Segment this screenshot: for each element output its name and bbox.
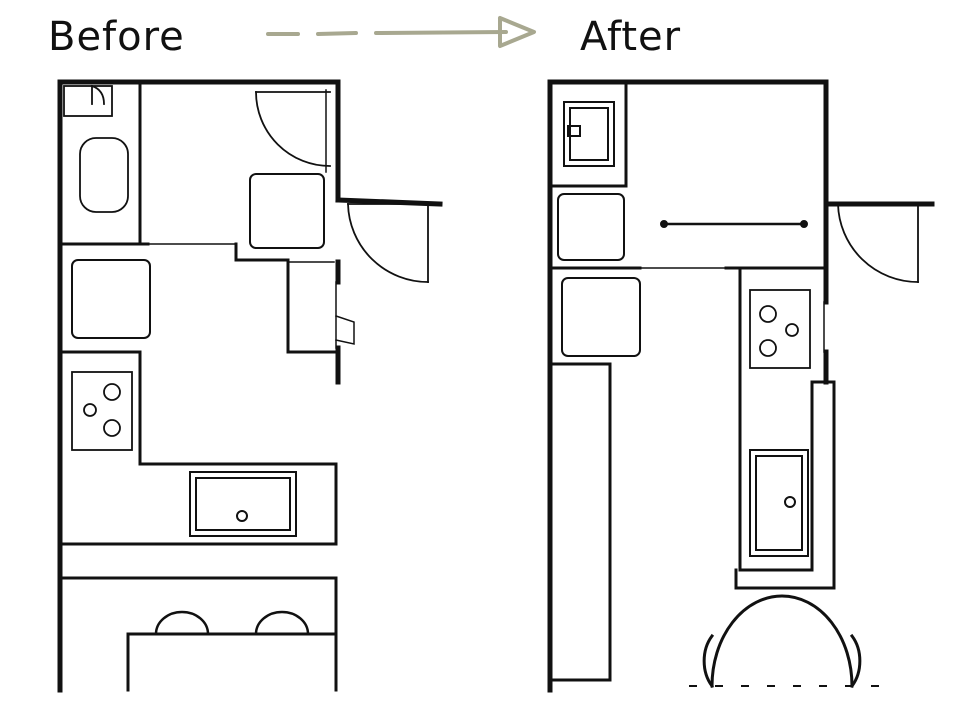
bathtub-icon xyxy=(79,137,129,213)
stool-icon xyxy=(254,610,310,636)
before-label: Before xyxy=(48,14,185,60)
before-bath-cabinet xyxy=(249,173,325,249)
door-swing-icon xyxy=(255,91,331,167)
round-table-icon xyxy=(702,594,862,689)
before-folding-door xyxy=(335,315,355,345)
before-counter xyxy=(60,350,338,692)
door-swing-icon xyxy=(837,203,919,283)
after-label: After xyxy=(580,14,681,60)
dashed-arrow-right-icon xyxy=(266,16,536,48)
door-swing-icon xyxy=(347,203,429,283)
after-counter xyxy=(734,268,836,590)
before-plan xyxy=(57,79,443,693)
before-bathroom-walls xyxy=(60,82,336,354)
after-closet-rod xyxy=(660,220,808,228)
sink-icon xyxy=(189,471,297,537)
after-partitions xyxy=(550,82,826,270)
after-plan xyxy=(547,79,935,693)
cooktop-icon xyxy=(71,371,133,451)
toilet-icon xyxy=(63,84,113,117)
after-fridge xyxy=(561,277,641,357)
before-cabinet xyxy=(71,259,151,339)
sink-icon xyxy=(749,449,809,557)
cooktop-icon xyxy=(749,289,811,369)
after-pantry xyxy=(550,362,612,682)
stool-icon xyxy=(154,610,210,636)
sink-icon xyxy=(563,101,615,167)
after-washer xyxy=(557,193,625,261)
before-table xyxy=(126,632,336,692)
